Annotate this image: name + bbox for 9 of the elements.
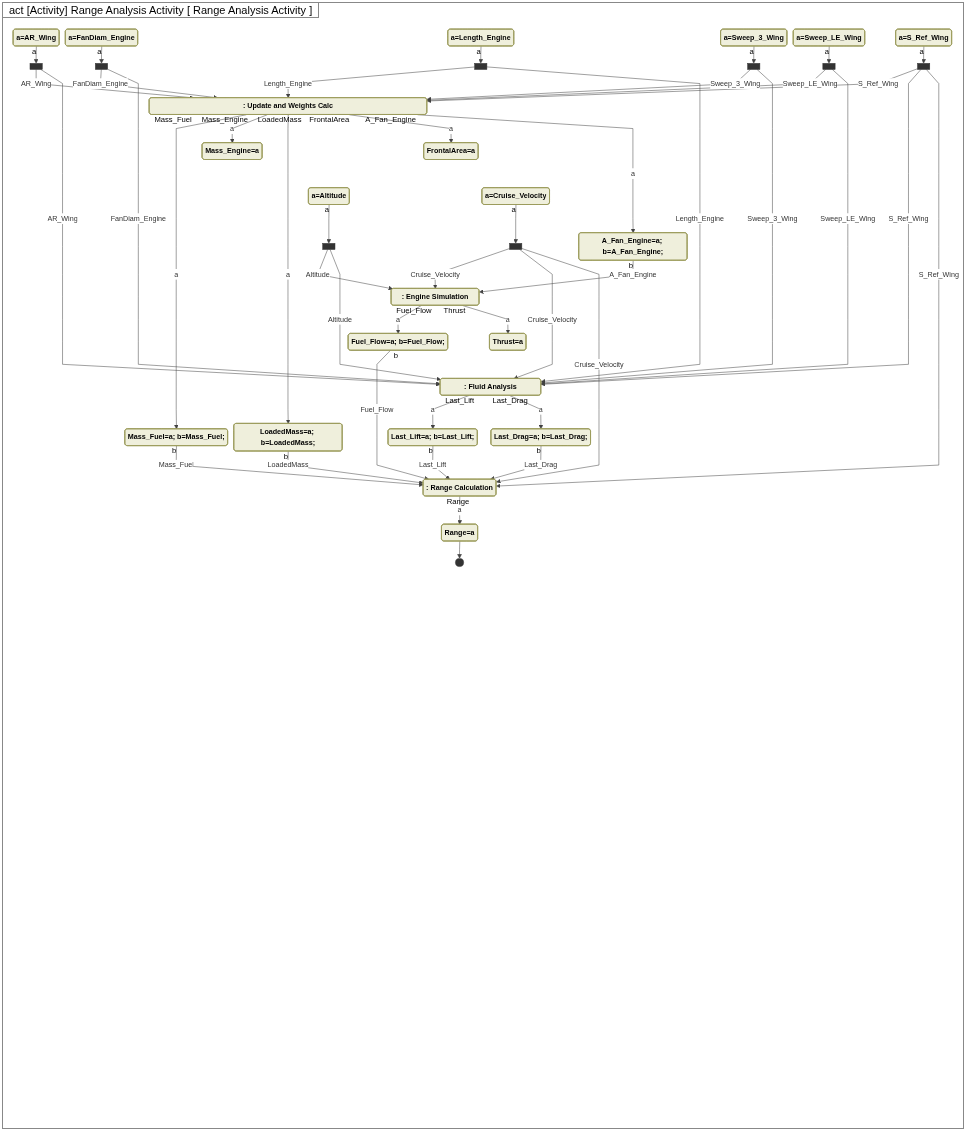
node-bar — [322, 243, 336, 250]
node-bar — [95, 63, 108, 70]
diagram-title: act [Activity] Range Analysis Activity [ Range Analysis Activity ] — [3, 3, 320, 18]
node-bar — [917, 63, 931, 70]
node-bar — [509, 243, 523, 250]
node-bar — [474, 63, 488, 70]
node-bar — [822, 63, 836, 70]
node-bar — [747, 63, 761, 70]
node-bar — [29, 63, 43, 70]
